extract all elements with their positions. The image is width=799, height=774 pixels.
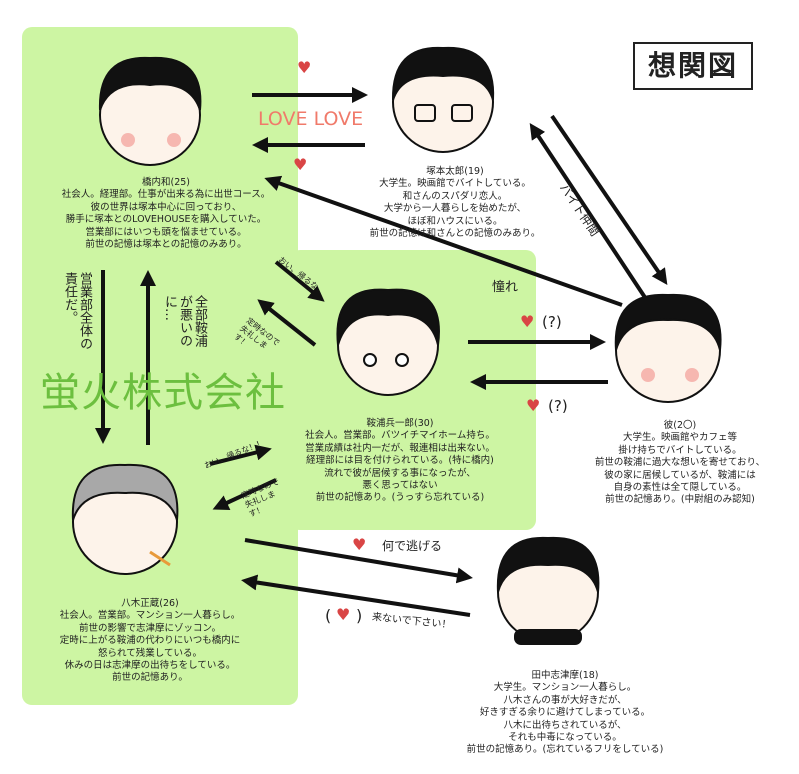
arrow-yagi-to-kurai	[209, 444, 272, 466]
char-name: 八木正蔵(26)	[121, 598, 179, 609]
char-name: 鞍浦兵一郎(30)	[366, 418, 434, 429]
heart-icon: ♥	[297, 58, 312, 77]
company-name: 蛍火株式会社	[40, 370, 286, 416]
heart-icon: ♥	[352, 535, 367, 554]
desc-line: 社会人。経理部。仕事が出来る為に出世コース。	[61, 189, 271, 201]
paren-right: )	[356, 606, 363, 625]
desc-line: それも中毒になっている。	[508, 732, 622, 744]
question-label: (?)	[548, 397, 568, 415]
desc-line: 悪く思ってはない	[362, 480, 438, 492]
arrow-kare-to-hashiuchi	[264, 175, 623, 307]
tsukamoto-description: 塚本太郎(19) 大学生。映画館でバイトしている。 和さんのスパダリ恋人。 大学…	[370, 166, 541, 240]
eigyo-sekinin-label: 営業部全体の責任だ。	[62, 272, 92, 350]
heart-icon: ♥	[520, 312, 535, 331]
desc-line: 前世の記憶あり。(中尉組のみ認知)	[605, 494, 755, 506]
tanaka-description: 田中志津摩(18) 大学生。マンション一人暮らし。 八木さんの事が大好きだが、 …	[467, 670, 664, 757]
arrow-kurai-to-hashiuchi	[257, 299, 317, 347]
heart-icon: ♥	[293, 155, 308, 174]
desc-line: 前世の記憶あり。(忘れているフリをしている)	[466, 744, 664, 756]
desc-line: 掛け持ちでバイトしている。	[618, 444, 742, 456]
desc-line: 前世の記憶は塚本との記憶のみあり。	[85, 239, 247, 251]
desc-line: 彼の世界は塚本中心に回っており、	[90, 201, 242, 213]
desc-line: 前世の記憶は和さんとの記憶のみあり。	[369, 228, 541, 240]
desc-line: 前世の記憶あり。(うっすら忘れている)	[315, 492, 485, 504]
kurai-warui-label: 全部鞍浦が悪いのに…	[162, 295, 207, 347]
akogare-label: 憧れ	[492, 280, 519, 295]
desc-line: 彼の家に居候しているが、鞍浦には	[604, 469, 756, 481]
desc-line: 好きすぎる余りに避けてしまっている。	[479, 707, 651, 719]
kare-description: 彼(2〇) 大学生。映画館やカフェ等 掛け持ちでバイトしている。 前世の鞍浦に過…	[595, 420, 765, 507]
char-name: 橋内和(25)	[141, 177, 190, 188]
char-name: 田中志津摩(18)	[531, 670, 599, 681]
face-tanaka	[496, 536, 600, 645]
desc-line: ほぼ和ハウスにいる。	[407, 215, 503, 227]
hashiuchi-description: 橋内和(25) 社会人。経理部。仕事が出来る為に出世コース。 彼の世界は塚本中心…	[62, 177, 271, 251]
face-kare	[614, 293, 722, 403]
desc-line: 営業部にはいつも頭を悩ませている。	[85, 226, 247, 238]
desc-line: 経理部には目を付けられている。(特に橋内)	[306, 455, 494, 467]
arrow-yagi-to-tanaka	[244, 538, 473, 584]
desc-line: 前世の記憶あり。	[112, 672, 188, 684]
desc-line: 営業成績は社内一だが、報連相は出来ない。	[305, 442, 495, 454]
heart-icon: ♥	[526, 396, 541, 415]
arrow-kurai-to-yagi	[212, 478, 277, 511]
arrow-hashiuchi-to-kurai	[274, 260, 325, 302]
desc-line: 社会人。営業部。マンション一人暮らし。	[59, 610, 241, 622]
desc-line: 社会人。営業部。バツイチマイホーム持ち。	[305, 430, 495, 442]
paren-left: (	[325, 606, 332, 625]
desc-line: 定時に上がる鞍浦の代わりにいつも橋内に	[59, 635, 241, 647]
desc-line: 流れで彼が居候する事になったが、	[324, 467, 476, 479]
desc-line: 大学生。マンション一人暮らし。	[493, 682, 637, 694]
desc-line: 勝手に塚本とのLOVEHOUSEを購入していた。	[65, 214, 267, 226]
char-name: 彼(2〇)	[663, 420, 697, 431]
face-hashiuchi	[98, 56, 202, 166]
desc-line: 前世の鞍浦に過大な想いを寄せており、	[594, 457, 766, 469]
arrow-tanaka-to-yagi	[241, 574, 471, 617]
kurai-description: 鞍浦兵一郎(30) 社会人。営業部。バツイチマイホーム持ち。 営業成績は社内一だ…	[305, 418, 495, 505]
face-yagi	[71, 463, 179, 575]
arrow-kare-to-tsukamoto	[529, 122, 650, 304]
desc-line: 大学生。映画館でバイトしている。	[379, 178, 531, 190]
face-kurai	[336, 288, 440, 396]
desc-line: 前世の影響で志津摩にゾッコン。	[79, 622, 221, 634]
desc-line: 八木に出待ちされているが、	[503, 719, 627, 731]
diagram-title: 想関図	[633, 42, 753, 90]
desc-line: 大学から一人暮らしを始めたが、	[383, 203, 527, 215]
question-label: (?)	[542, 313, 562, 331]
desc-line: 八木さんの事が大好きだが、	[503, 694, 627, 706]
face-tsukamoto	[391, 46, 495, 153]
desc-line: 和さんのスパダリ恋人。	[402, 190, 508, 202]
nande-nigeru-label: 何で逃げる	[382, 539, 443, 553]
desc-line: 怒られて残業している。	[98, 647, 202, 659]
love-love-label: LOVE LOVE	[258, 108, 364, 130]
arrow-tsukamoto-to-kare	[550, 114, 668, 285]
desc-line: 自身の素性は全て隠している。	[613, 482, 747, 494]
yagi-description: 八木正蔵(26) 社会人。営業部。マンション一人暮らし。 前世の影響で志津摩にゾ…	[60, 598, 241, 685]
desc-line: 休みの日は志津摩の出待ちをしている。	[64, 660, 236, 672]
char-name: 塚本太郎(19)	[426, 166, 484, 177]
desc-line: 大学生。映画館やカフェ等	[622, 432, 737, 444]
heart-icon: ♥	[336, 605, 351, 624]
